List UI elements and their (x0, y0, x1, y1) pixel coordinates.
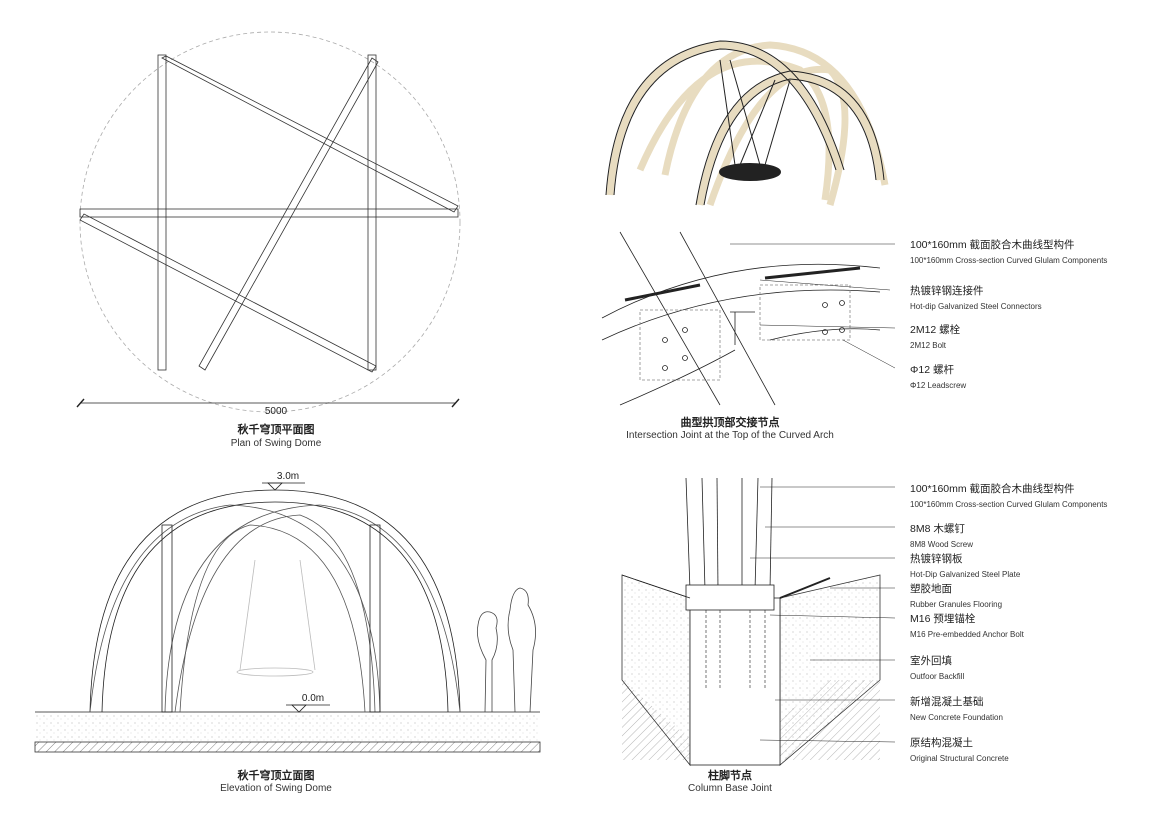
base-title-en: Column Base Joint (688, 783, 772, 794)
joint-title-zh: 曲型拱顶部交接节点 (680, 417, 780, 429)
elevation-title-zh: 秋千穹顶立面图 (237, 770, 315, 782)
ground-level-label: 0.0m (301, 693, 325, 704)
joint-title-en: Intersection Joint at the Top of the Cur… (626, 430, 834, 441)
plan-drawing (76, 31, 461, 413)
elevation-drawing (34, 482, 541, 753)
column-base-detail (621, 477, 896, 767)
dome-perspective (605, 40, 889, 207)
top-level-label: 3.0m (276, 471, 300, 482)
plan-title-en: Plan of Swing Dome (230, 438, 322, 449)
joint-detail (601, 231, 896, 406)
base-title-zh: 柱脚节点 (708, 770, 752, 782)
human-figures (476, 587, 536, 713)
plan-dimension: 5000 (264, 406, 288, 417)
elevation-title-en: Elevation of Swing Dome (220, 783, 332, 794)
plan-title-zh: 秋千穹顶平面图 (237, 424, 315, 436)
